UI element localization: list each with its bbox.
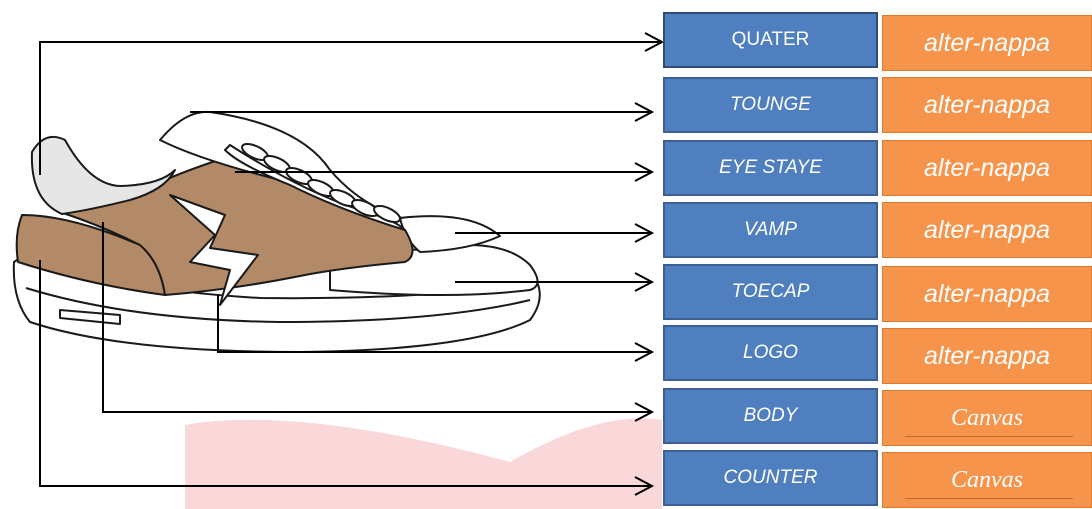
leader-lines bbox=[39, 41, 660, 487]
part-label-toecap: TOECAP bbox=[663, 264, 878, 320]
material-label-body: Canvas bbox=[882, 390, 1092, 446]
material-label-toecap: alter-nappa bbox=[882, 266, 1092, 322]
sneaker-illustration bbox=[12, 110, 541, 353]
sole-slot bbox=[59, 309, 121, 325]
part-label-eye-staye: EYE STAYE bbox=[663, 140, 878, 196]
leader-quater bbox=[39, 41, 660, 175]
leader-counter bbox=[39, 260, 650, 487]
material-label-vamp: alter-nappa bbox=[882, 202, 1092, 258]
leader-arrowheads bbox=[634, 32, 665, 496]
material-label-eye-staye: alter-nappa bbox=[882, 140, 1092, 196]
part-label-tounge: TOUNGE bbox=[663, 77, 878, 133]
logo-shape bbox=[169, 194, 259, 306]
leader-body bbox=[102, 222, 650, 413]
collar-shape bbox=[30, 136, 176, 215]
sole-stripe bbox=[25, 287, 531, 323]
leader-logo bbox=[217, 295, 650, 353]
part-label-vamp: VAMP bbox=[663, 202, 878, 258]
part-label-body: BODY bbox=[663, 388, 878, 444]
part-label-logo: LOGO bbox=[663, 325, 878, 381]
watermark-shape bbox=[185, 418, 662, 509]
material-label-logo: alter-nappa bbox=[882, 328, 1092, 384]
body-shape bbox=[59, 149, 414, 296]
part-label-quater: QUATER bbox=[663, 12, 878, 68]
laces bbox=[241, 142, 401, 224]
material-label-quater: alter-nappa bbox=[882, 15, 1092, 71]
material-label-tounge: alter-nappa bbox=[882, 77, 1092, 133]
material-label-counter: Canvas bbox=[882, 452, 1092, 508]
part-label-counter: COUNTER bbox=[663, 450, 878, 506]
